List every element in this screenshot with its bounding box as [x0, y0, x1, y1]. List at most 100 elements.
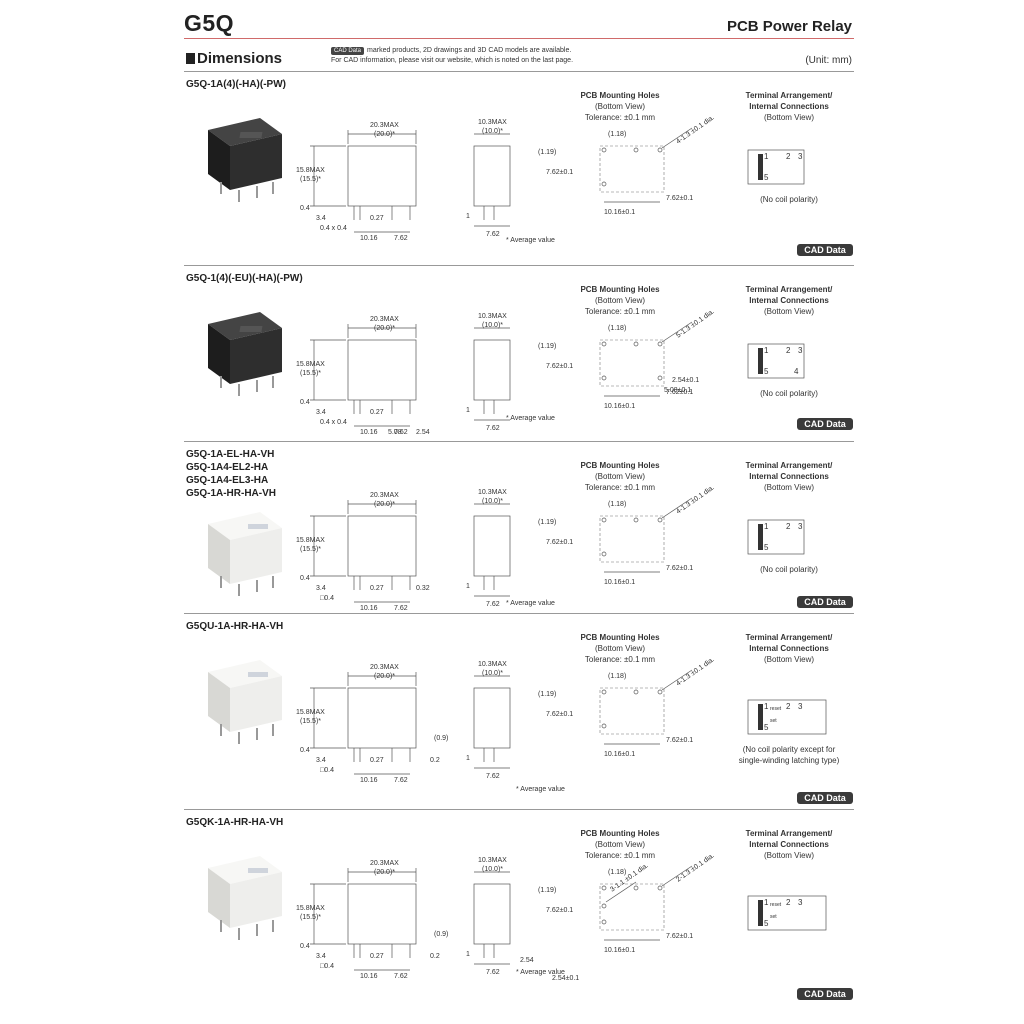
pcb-762b-label: 7.62±0.1 — [666, 565, 693, 572]
cad-data-mini-badge: CAD Data — [331, 47, 365, 55]
height-avg-label: (15.5)* — [300, 176, 321, 183]
term-title1: Terminal Arrangement/ — [745, 633, 833, 642]
dim-34: 3.4 — [316, 757, 326, 764]
dim-09: (0.9) — [434, 735, 448, 742]
holes-label: 4-1.3 ±0.1 dia. — [675, 484, 716, 515]
cad-data-button[interactable]: CAD Data — [797, 792, 853, 804]
svg-text:4: 4 — [794, 367, 799, 376]
depth-avg-label: (10.0)* — [482, 322, 503, 329]
dim-762-side: 7.62 — [486, 601, 500, 608]
pcb-119-label: (1.19) — [538, 343, 556, 350]
term-view: (Bottom View) — [763, 113, 815, 122]
terminal-note: (No coil polarity) — [722, 194, 856, 205]
term-title1: Terminal Arrangement/ — [745, 91, 833, 100]
dimension-drawing: 20.3MAX(20.0)*15.8MAX(15.5)*0.43.40.4 x … — [296, 313, 511, 436]
svg-text:1: 1 — [764, 898, 769, 907]
svg-text:2: 2 — [786, 898, 791, 907]
width-max-label: 20.3MAX — [370, 664, 399, 671]
svg-text:3: 3 — [798, 522, 803, 531]
cad-data-button[interactable]: CAD Data — [797, 988, 853, 1000]
width-avg-label: (20.0)* — [374, 501, 395, 508]
terminal-arrangement-header: Terminal Arrangement/Internal Connection… — [728, 460, 850, 493]
relay-section-1: G5Q-1A(4)(-HA)(-PW)20.3MAX(20.0)*15.8MAX… — [0, 76, 1024, 256]
dim-34: 3.4 — [316, 585, 326, 592]
dim-04: 0.4 — [300, 205, 310, 212]
model-number: G5Q-1A4-EL2-HA — [186, 462, 269, 473]
dim-34: 3.4 — [316, 215, 326, 222]
depth-max-label: 10.3MAX — [478, 119, 507, 126]
dim-02: 0.2 — [430, 953, 440, 960]
pcb-762b-label: 7.62±0.1 — [666, 737, 693, 744]
pcb-tolerance: Tolerance: ±0.1 mm — [584, 113, 656, 122]
term-view: (Bottom View) — [763, 483, 815, 492]
term-note-line2: single-winding latching type) — [738, 756, 840, 765]
height-max-label: 15.8MAX — [296, 537, 325, 544]
term-view: (Bottom View) — [763, 851, 815, 860]
section-divider — [184, 265, 854, 266]
cad-data-button[interactable]: CAD Data — [797, 418, 853, 430]
model-numbers: G5QU-1A-HR-HA-VH — [186, 620, 283, 633]
pcb-hole-drawing: (1.18)(1.19)7.62±0.110.16±0.17.62±0.14-1… — [538, 656, 716, 758]
average-value-note: * Average value — [506, 237, 555, 244]
height-avg-label: (15.5)* — [300, 914, 321, 921]
term-note-line1: (No coil polarity) — [760, 389, 818, 398]
cad-data-button[interactable]: CAD Data — [797, 244, 853, 256]
model-number: G5QK-1A-HR-HA-VH — [186, 817, 284, 828]
svg-text:5: 5 — [764, 919, 769, 928]
pcb-762-label: 7.62±0.1 — [546, 907, 573, 914]
section-divider — [184, 441, 854, 442]
terminal-note: (No coil polarity) — [722, 388, 856, 399]
terminal-arrangement-header: Terminal Arrangement/Internal Connection… — [728, 284, 850, 317]
term-title1: Terminal Arrangement/ — [745, 829, 833, 838]
pcb-1016-label: 10.16±0.1 — [604, 209, 635, 216]
relay-photo — [208, 512, 282, 596]
dim-1: 1 — [466, 951, 470, 958]
width-max-label: 20.3MAX — [370, 492, 399, 499]
dim-027: 0.27 — [370, 757, 384, 764]
terminal-arrangement-header: Terminal Arrangement/Internal Connection… — [728, 632, 850, 665]
cad-data-button[interactable]: CAD Data — [797, 596, 853, 608]
svg-text:2: 2 — [786, 702, 791, 711]
pcb-119-label: (1.19) — [538, 149, 556, 156]
width-avg-label: (20.0)* — [374, 131, 395, 138]
width-max-label: 20.3MAX — [370, 316, 399, 323]
pin-size-label: □0.4 — [320, 767, 334, 774]
terminal-arrangement-header: Terminal Arrangement/Internal Connection… — [728, 828, 850, 861]
dim-254-side: 2.54 — [520, 957, 534, 964]
pcb-254-label: 2.54±0.1 — [552, 975, 579, 982]
width-avg-label: (20.0)* — [374, 869, 395, 876]
pcb-762b-label: 7.62±0.1 — [666, 389, 693, 396]
holes-label: 4-1.3 ±0.1 dia. — [675, 114, 716, 145]
term-title1: Terminal Arrangement/ — [745, 285, 833, 294]
dim-254: 2.54 — [416, 429, 430, 436]
pcb-762-label: 7.62±0.1 — [546, 363, 573, 370]
model-number: G5Q-1(4)(-EU)(-HA)(-PW) — [186, 273, 303, 284]
pcb-508-label: 5.08±0.1 — [664, 387, 691, 394]
term-title2: Internal Connections — [749, 296, 829, 305]
pin-size-label: 0.4 x 0.4 — [320, 225, 347, 232]
dim-1: 1 — [466, 755, 470, 762]
dim-1: 1 — [466, 213, 470, 220]
pcb-mounting-header: PCB Mounting Holes(Bottom View)Tolerance… — [560, 284, 680, 317]
term-reset-label: reset — [770, 902, 782, 908]
term-title2: Internal Connections — [749, 840, 829, 849]
svg-text:1: 1 — [764, 346, 769, 355]
model-number: G5Q-1A4-EL3-HA — [186, 475, 269, 486]
svg-text:5: 5 — [764, 723, 769, 732]
dim-1: 1 — [466, 583, 470, 590]
dim-04: 0.4 — [300, 575, 310, 582]
dim-762: 7.62 — [394, 777, 408, 784]
section-divider — [184, 613, 854, 614]
height-max-label: 15.8MAX — [296, 167, 325, 174]
terminal-arrangement-header: Terminal Arrangement/Internal Connection… — [728, 90, 850, 123]
dim-34: 3.4 — [316, 409, 326, 416]
relay-photo — [208, 856, 282, 940]
dim-762-side: 7.62 — [486, 425, 500, 432]
term-set-label: set — [770, 718, 777, 724]
section-divider — [184, 71, 854, 72]
